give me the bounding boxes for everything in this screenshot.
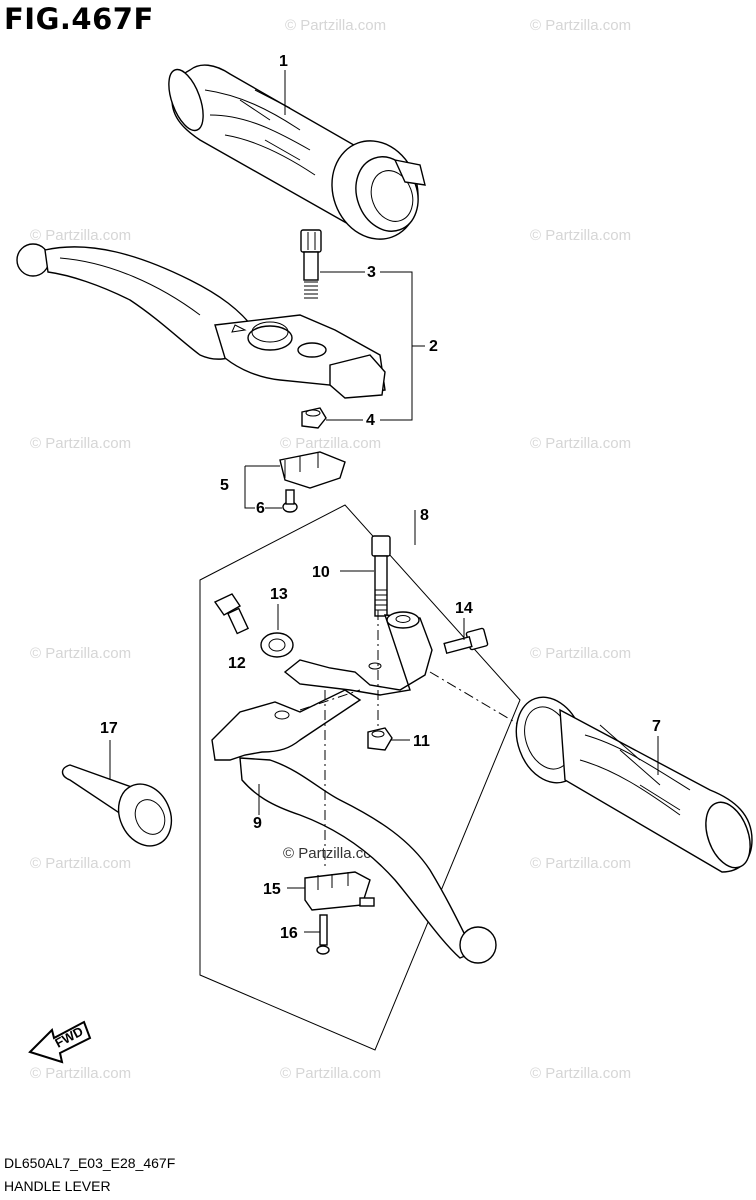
bar-end-part-17 [61,764,173,847]
watermark: © Partzilla.com [285,17,386,34]
left-grip-part-7 [515,696,753,873]
watermark: © Partzilla.com [30,227,131,244]
washer-part-13 [260,632,294,658]
watermark: © Partzilla.com [530,227,631,244]
screw-part-16 [316,914,330,955]
watermark: © Partzilla.com [530,1065,631,1082]
adjuster-bolt-part-3 [300,229,322,299]
callout-2: 2 [429,338,438,355]
pivot-bolt-part-10 [371,535,391,617]
callout-3: 3 [367,264,376,281]
callout-4: 4 [366,412,375,429]
bolt-part-12 [213,593,250,635]
watermark: © Partzilla.com [530,645,631,662]
watermark: © Partzilla.com [30,645,131,662]
throttle-grip-part-1 [168,64,426,240]
model-code: DL650AL7_E03_E28_467F [4,1155,176,1171]
assembly-line [429,671,546,741]
bracket-2 [380,271,425,421]
callout-7: 7 [652,718,661,735]
nut-part-4 [301,407,327,429]
fwd-arrow-icon: FWD [28,1020,92,1064]
screw-part-6 [282,489,298,513]
watermarks: © Partzilla.com © Partzilla.com © Partzi… [30,17,631,1082]
callout-6: 6 [256,500,265,517]
watermark: © Partzilla.com [530,17,631,34]
watermark: © Partzilla.com [30,855,131,872]
callout-10: 10 [312,564,330,581]
callout-17: 17 [100,720,118,737]
watermark-dark: © Partzilla.com [283,845,384,862]
callout-8: 8 [420,507,429,524]
clutch-lever-part-9 [211,611,497,964]
callout-13: 13 [270,586,288,603]
callout-9: 9 [253,815,262,832]
bolt-part-14 [443,627,489,655]
callout-14: 14 [455,600,473,617]
brake-lever-part-2 [16,243,386,399]
clutch-switch-part-15 [304,871,375,911]
watermark: © Partzilla.com [530,855,631,872]
callout-1: 1 [279,53,288,70]
watermark: © Partzilla.com [30,1065,131,1082]
callout-16: 16 [280,925,298,942]
bracket-5-6 [244,465,282,509]
assembly-boundary-8 [199,504,521,1051]
watermark: © Partzilla.com [530,435,631,452]
callout-5: 5 [220,477,229,494]
nut-part-11 [367,727,393,751]
watermark: © Partzilla.com [280,1065,381,1082]
figure-title: FIG.467F [4,2,154,36]
watermark: © Partzilla.com [280,435,381,452]
watermark: © Partzilla.com [30,435,131,452]
callout-15: 15 [263,881,281,898]
figure-caption: HANDLE LEVER [4,1178,111,1194]
callout-12: 12 [228,655,246,672]
brake-switch-part-5 [279,451,346,489]
callout-11: 11 [413,733,430,750]
